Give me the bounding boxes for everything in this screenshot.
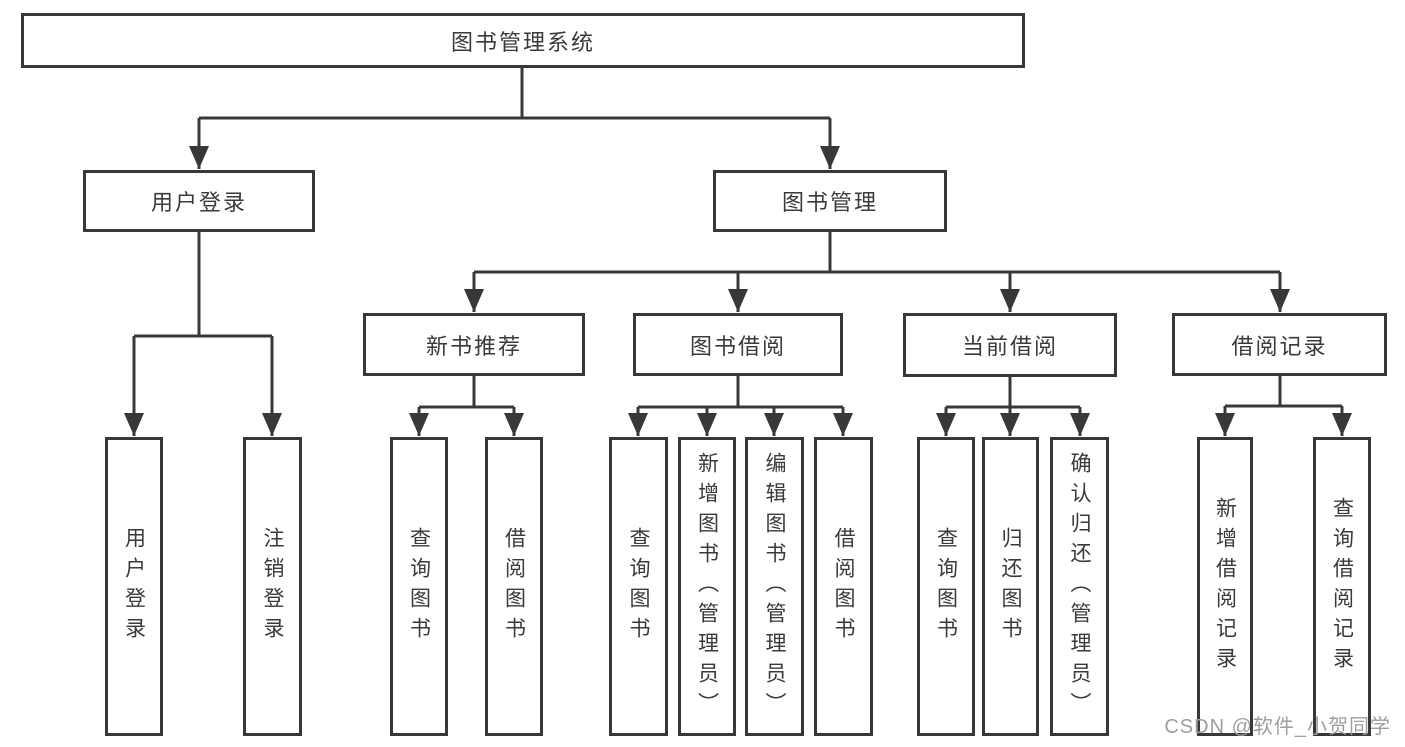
leaf-label: 借阅图书 bbox=[502, 526, 526, 647]
node-label: 新书推荐 bbox=[425, 333, 522, 359]
node-current-borrow: 当前借阅 bbox=[903, 313, 1117, 377]
leaf-add-books-admin: 新增图书（管理员） bbox=[678, 437, 736, 736]
leaf-label: 查询图书 bbox=[407, 526, 431, 647]
node-borrow-records: 借阅记录 bbox=[1172, 313, 1387, 376]
leaf-label: 用户登录 bbox=[122, 526, 146, 647]
leaf-edit-books-admin: 编辑图书（管理员） bbox=[745, 437, 804, 736]
leaf-query-books-recommend: 查询图书 bbox=[390, 437, 448, 736]
node-book-management: 图书管理 bbox=[713, 170, 947, 232]
leaf-borrow-books-recommend: 借阅图书 bbox=[485, 437, 543, 736]
node-label: 用户登录 bbox=[150, 190, 247, 215]
leaf-query-books-borrow: 查询图书 bbox=[609, 437, 668, 736]
leaf-label: 查询借阅记录 bbox=[1330, 496, 1354, 677]
leaf-label: 编辑图书（管理员） bbox=[763, 451, 786, 722]
leaf-label: 查询图书 bbox=[934, 526, 958, 647]
leaf-confirm-return-admin: 确认归还（管理员） bbox=[1050, 437, 1109, 736]
leaf-label: 注销登录 bbox=[261, 526, 284, 647]
leaf-label: 新增图书（管理员） bbox=[695, 451, 719, 722]
node-new-book-recommend: 新书推荐 bbox=[363, 313, 585, 376]
node-label: 图书借阅 bbox=[689, 333, 786, 359]
node-user-login: 用户登录 bbox=[83, 170, 315, 232]
leaf-label: 新增借阅记录 bbox=[1213, 496, 1237, 677]
node-label: 图书管理 bbox=[781, 190, 878, 215]
leaf-logout: 注销登录 bbox=[243, 437, 302, 736]
node-book-borrow: 图书借阅 bbox=[633, 313, 843, 376]
node-label: 图书管理系统 bbox=[450, 29, 595, 55]
leaf-borrow-books: 借阅图书 bbox=[814, 437, 873, 736]
leaf-label: 归还图书 bbox=[999, 526, 1022, 647]
node-label: 当前借阅 bbox=[961, 334, 1058, 359]
leaf-label: 查询图书 bbox=[627, 526, 650, 647]
node-label: 借阅记录 bbox=[1231, 333, 1328, 359]
leaf-add-borrow-record: 新增借阅记录 bbox=[1197, 437, 1253, 736]
node-library-management-system: 图书管理系统 bbox=[21, 13, 1025, 68]
leaf-user-login: 用户登录 bbox=[105, 437, 163, 736]
leaf-label: 借阅图书 bbox=[832, 526, 855, 647]
leaf-query-borrow-record: 查询借阅记录 bbox=[1313, 437, 1371, 736]
leaf-query-books-current: 查询图书 bbox=[917, 437, 975, 736]
leaf-return-books: 归还图书 bbox=[982, 437, 1039, 736]
leaf-label: 确认归还（管理员） bbox=[1068, 451, 1091, 722]
csdn-watermark: CSDN @软件_小贺同学 bbox=[1164, 716, 1391, 738]
